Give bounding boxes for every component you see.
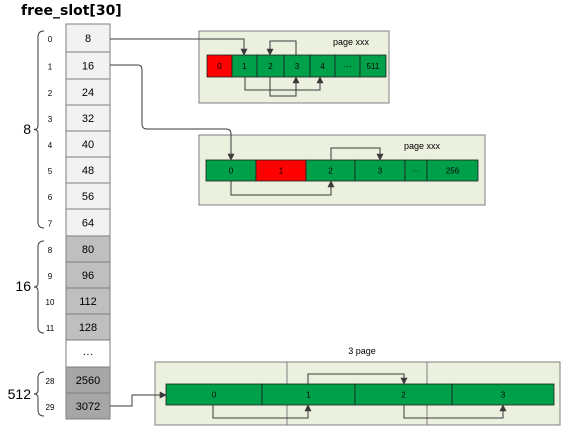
block-label: 0 (212, 391, 217, 400)
slot-cell (65, 235, 111, 263)
block-label: 2 (328, 167, 333, 176)
group-brace (33, 371, 45, 417)
page-label: page xxx (333, 37, 370, 47)
slot-index-label: 8 (48, 246, 53, 255)
slot-cell (65, 156, 111, 184)
slot-size-value: 80 (82, 244, 94, 256)
block-label: 0 (217, 62, 222, 71)
free-list-link (330, 147, 384, 161)
slot-size-value: 32 (82, 113, 94, 125)
free-list-link (244, 76, 324, 91)
slot-index-label: 5 (48, 167, 53, 176)
slot-to-page-arrow (110, 64, 235, 161)
slot-size-value: 16 (82, 61, 94, 73)
block-label: 3 (295, 62, 300, 71)
group-brace (33, 240, 45, 334)
slot-index-label: 11 (46, 324, 55, 333)
free-list-link (230, 180, 335, 196)
slot-index-label: 9 (48, 272, 53, 281)
block-label: 256 (446, 167, 460, 176)
slot-cell (65, 339, 111, 368)
slot-size-value: 128 (79, 322, 97, 334)
slot-size-value: 48 (82, 165, 94, 177)
slot-size-value: 8 (85, 33, 91, 45)
block-label: 4 (320, 62, 325, 71)
slot-index-label: 4 (48, 141, 53, 150)
block-label: 2 (268, 62, 273, 71)
group-label: 8 (23, 121, 31, 137)
slot-cell (65, 130, 111, 158)
block-label: 3 (378, 167, 383, 176)
slot-size-value: 24 (82, 87, 94, 99)
block-label: 0 (229, 167, 234, 176)
page-label: page xxx (404, 141, 441, 151)
slot-index-label: 29 (46, 403, 55, 412)
slot-size-value: 64 (82, 218, 94, 230)
group-label: 16 (15, 278, 31, 294)
slot-size-value: ··· (83, 349, 94, 361)
block-label: 1 (306, 391, 311, 400)
slot-size-value: 2560 (76, 375, 100, 387)
free-list-link (307, 373, 408, 385)
slot-size-value: 96 (82, 270, 94, 282)
free-list-link (403, 404, 507, 419)
slot-to-page-arrow (110, 391, 167, 407)
block-label: 2 (401, 391, 406, 400)
slot-to-page-arrow (110, 38, 248, 56)
free-list-link (266, 40, 297, 56)
block-label: 3 (501, 391, 506, 400)
slot-index-label: 10 (46, 298, 55, 307)
slot-size-value: 3072 (76, 401, 100, 413)
slot-index-label: 3 (48, 115, 53, 124)
group-label: 512 (8, 386, 32, 402)
slot-size-value: 56 (82, 191, 94, 203)
block-label: 1 (279, 167, 284, 176)
slot-cell (65, 208, 111, 237)
slot-index-label: 28 (46, 377, 55, 386)
slot-index-label: 6 (48, 193, 53, 202)
slot-index-label: 2 (48, 89, 53, 98)
slot-cell (65, 313, 111, 341)
slot-cell (65, 104, 111, 132)
block-label: 511 (367, 62, 380, 71)
block-label: 1 (242, 62, 247, 71)
group-brace (33, 30, 45, 229)
free-block (359, 54, 387, 78)
slot-cell (65, 23, 111, 53)
free-block (426, 159, 479, 182)
slot-size-value: 40 (82, 139, 94, 151)
slot-size-value: 112 (79, 296, 97, 308)
slot-index-label: 7 (48, 220, 53, 229)
slot-cell (65, 392, 111, 420)
slot-index-label: 0 (48, 35, 53, 44)
free-list-link (269, 76, 300, 97)
block-label: ··· (344, 62, 352, 71)
block-label: ··· (412, 167, 420, 176)
slot-index-label: 1 (48, 63, 53, 72)
free-list-link (212, 404, 312, 419)
free-slot-title: free_slot[30] (21, 3, 122, 19)
page-label: 3 page (348, 346, 376, 356)
